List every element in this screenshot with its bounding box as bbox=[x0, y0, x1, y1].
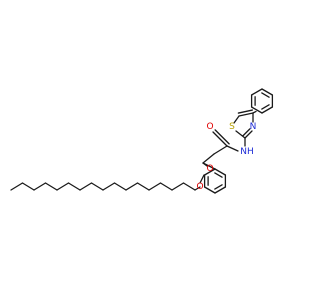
phenyl-top-double-bond bbox=[261, 92, 270, 98]
nh-carbonyl-bond bbox=[226, 145, 239, 152]
thiazole-bond bbox=[244, 130, 253, 139]
alkyl-chain-bond bbox=[102, 182, 116, 191]
phenyl-top-bond bbox=[261, 106, 274, 114]
alkyl-chain-bond bbox=[171, 182, 185, 191]
phenyl-bottom-double-bond bbox=[214, 184, 223, 190]
alkyl-chain-bond bbox=[21, 182, 35, 191]
thiazole-bond bbox=[233, 115, 240, 124]
phenyl-bottom-double-bond bbox=[214, 172, 223, 178]
biaryl-bond bbox=[252, 110, 257, 114]
amide-ch2-bond bbox=[213, 145, 228, 155]
ketone-ring-bond bbox=[202, 162, 216, 170]
phenyl-top-bond bbox=[250, 88, 263, 96]
thiazole-sulfur-label: S bbox=[229, 122, 235, 132]
ketone-oxygen-label: O bbox=[206, 164, 213, 174]
molecule-structure: O O O N S NH bbox=[10, 88, 274, 194]
alkyl-chain-bond bbox=[113, 182, 127, 191]
bond-layer bbox=[10, 88, 274, 194]
phenyl-bottom-bond bbox=[214, 168, 227, 176]
alkyl-chain-bond bbox=[159, 182, 173, 191]
ch2-ketone-bond bbox=[202, 153, 215, 164]
alkyl-chain-bond bbox=[90, 182, 104, 191]
thiazole-bond bbox=[235, 130, 246, 139]
amide-oxygen-label: O bbox=[206, 122, 213, 132]
amide-co-double-bond bbox=[214, 129, 230, 145]
alkyl-chain-bond bbox=[125, 182, 139, 191]
amide-co-bond bbox=[212, 131, 228, 147]
alkyl-chain-bond bbox=[10, 182, 24, 191]
amide-nh-label: NH bbox=[240, 147, 254, 157]
atom-label-layer: O O O N S NH bbox=[196, 122, 256, 192]
ether-chain-bond bbox=[194, 186, 201, 191]
alkyl-chain-bond bbox=[67, 182, 81, 191]
thiazole-double-bond bbox=[237, 109, 254, 114]
alkyl-chain-bond bbox=[44, 182, 58, 191]
phenyl-top-bond bbox=[250, 106, 263, 114]
alkyl-chain-bond bbox=[136, 182, 150, 191]
thiazole-double-bond bbox=[242, 128, 251, 137]
alkyl-chain-bond bbox=[79, 182, 93, 191]
alkyl-chain-bond bbox=[33, 182, 47, 191]
thiazole-nitrogen-label: N bbox=[250, 122, 257, 132]
phenyl-bottom-bond bbox=[214, 186, 227, 194]
ether-oxygen-label: O bbox=[196, 182, 203, 192]
phenyl-top-bond bbox=[261, 88, 274, 96]
ring-ether-bond bbox=[199, 174, 205, 184]
thiazole-bond bbox=[238, 112, 254, 117]
phenyl-top-double-bond bbox=[261, 104, 270, 110]
alkyl-chain-bond bbox=[56, 182, 70, 191]
alkyl-chain-bond bbox=[182, 182, 196, 191]
phenyl-bottom-bond bbox=[203, 168, 216, 176]
alkyl-chain-bond bbox=[148, 182, 162, 191]
phenyl-bottom-bond bbox=[203, 186, 216, 194]
